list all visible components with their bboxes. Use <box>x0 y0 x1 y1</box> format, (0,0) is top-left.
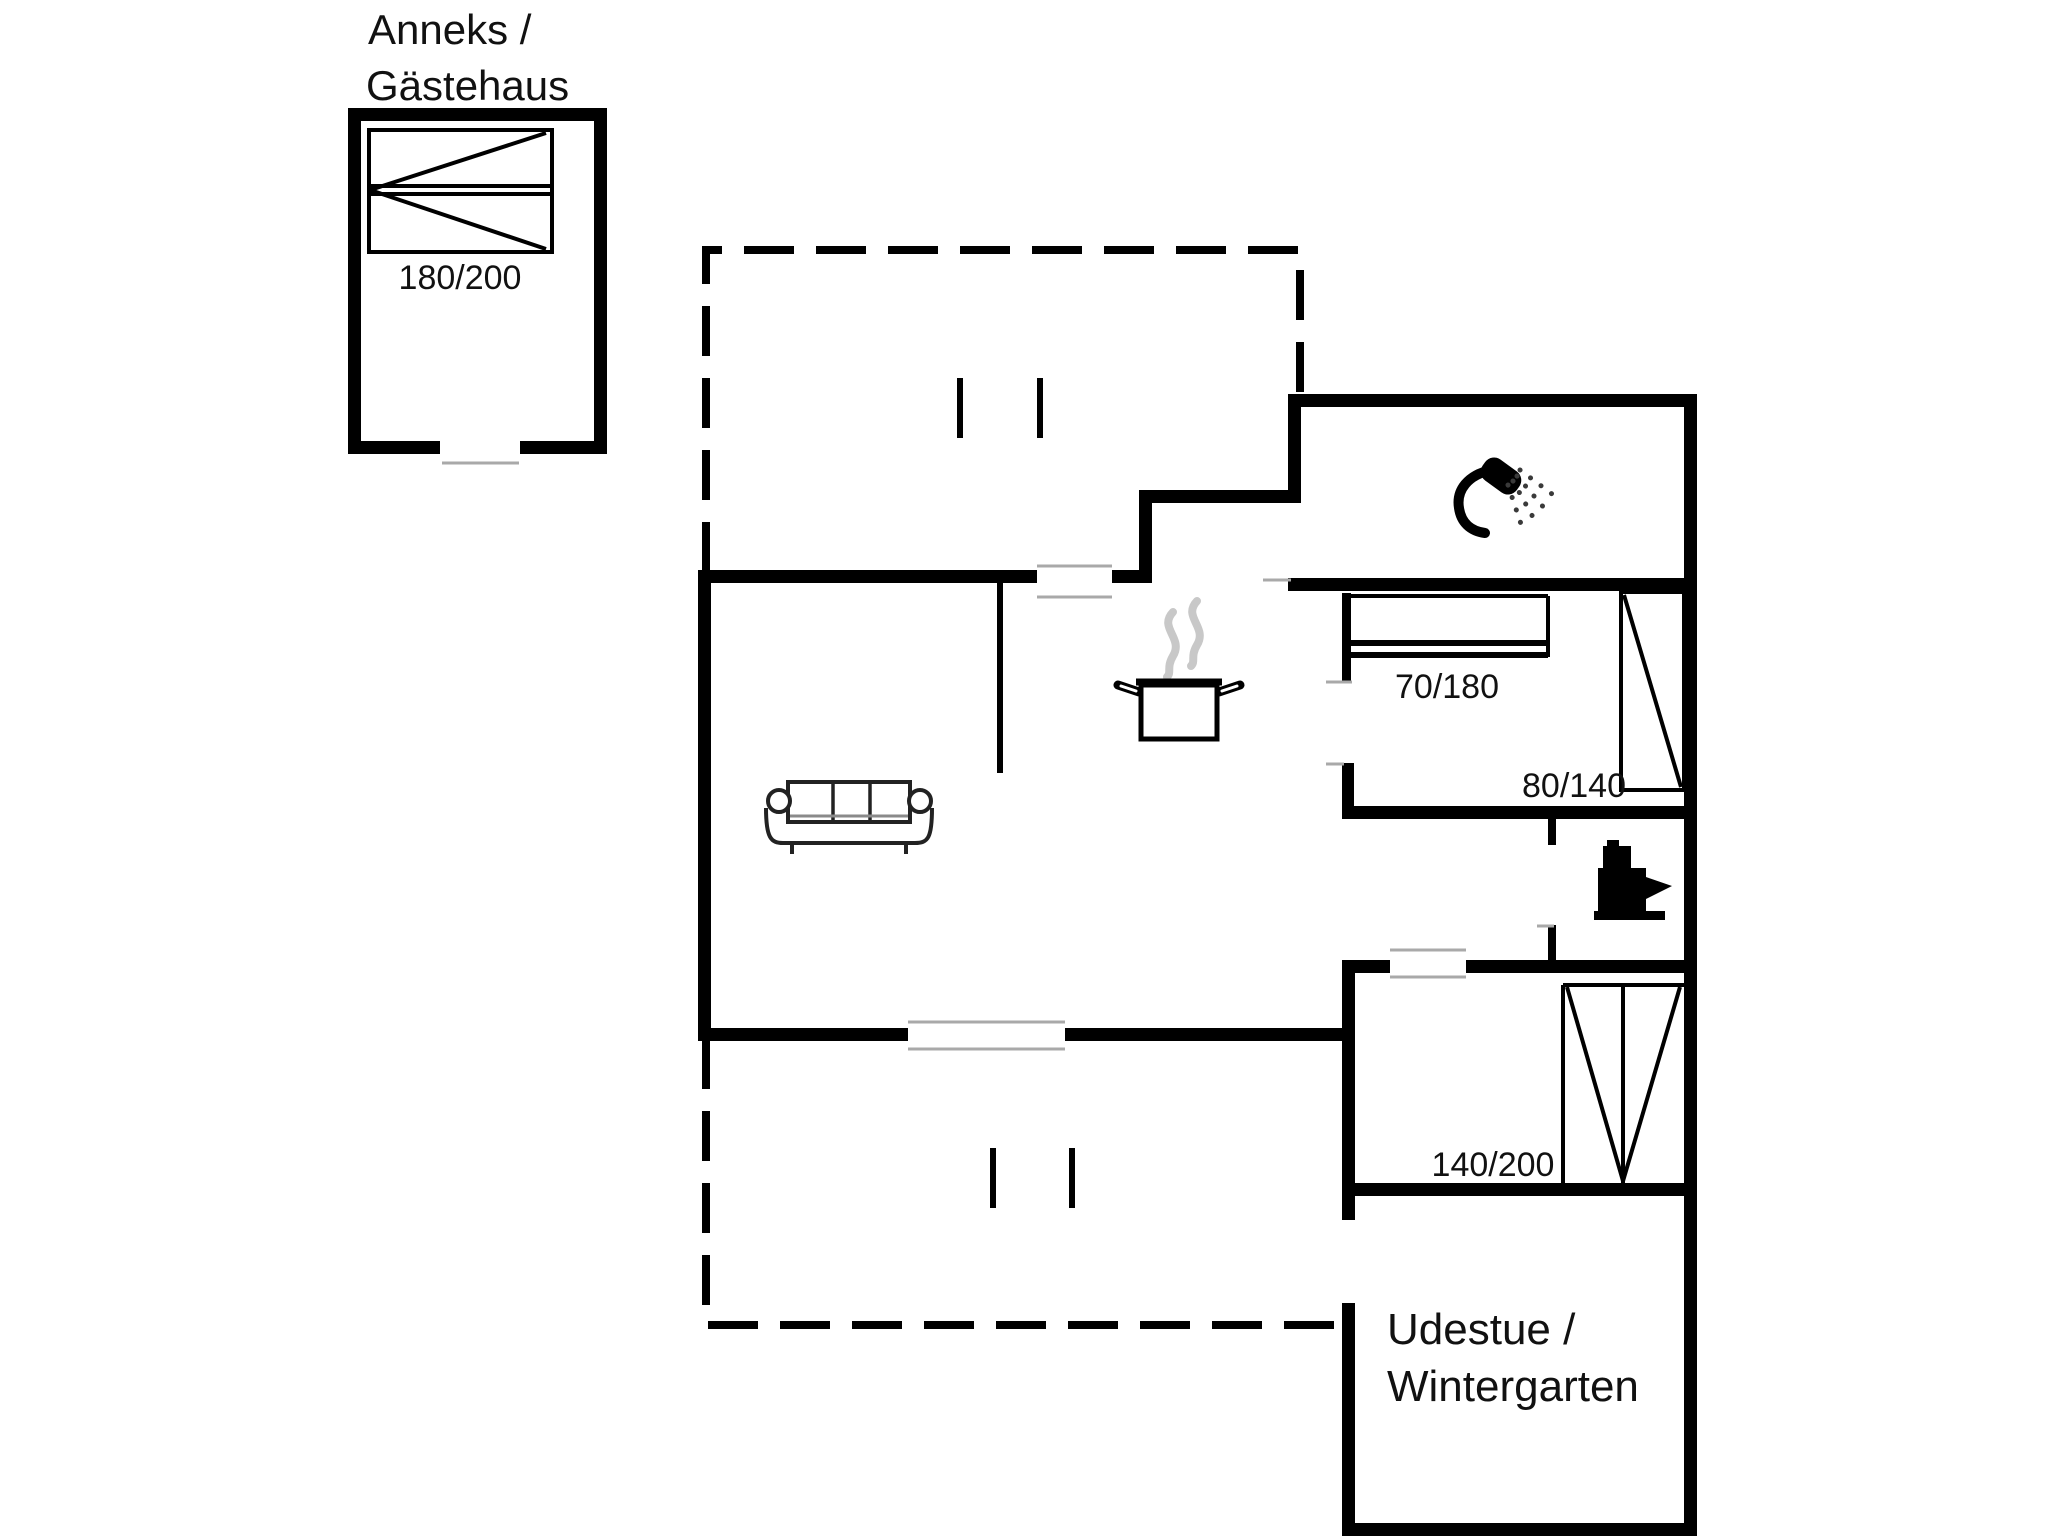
single-bed-dimension-label: 70/180 <box>1395 668 1499 706</box>
wall-segment <box>1548 819 1556 845</box>
pot-handle-inner <box>1119 684 1138 693</box>
wall-segment <box>1288 394 1301 503</box>
wardrobe-icon <box>1619 590 1686 792</box>
wardrobe-dimension-label: 80/140 <box>1522 767 1626 805</box>
wall-segment <box>348 108 607 121</box>
shower-icon <box>1453 457 1555 538</box>
steam-wisp <box>1163 608 1180 681</box>
wall-segment <box>1139 490 1300 503</box>
wall-segment <box>1548 925 1556 960</box>
toilet-tank <box>1603 846 1631 870</box>
toilet-icon <box>1594 840 1672 920</box>
wall-segment <box>698 570 711 1041</box>
bed-diagonal <box>1565 986 1625 1182</box>
toilet-bowl <box>1646 877 1672 899</box>
annex-building: Anneks / Gästehaus 180/200 <box>348 6 607 465</box>
wall-segment <box>1342 1303 1355 1536</box>
toilet-button <box>1607 840 1619 848</box>
wall-segment <box>1342 1523 1697 1536</box>
main-house-walls <box>698 394 1697 1536</box>
wall-segment <box>698 1028 908 1041</box>
toilet-body <box>1598 868 1646 913</box>
bed-diagonal <box>1621 986 1682 1182</box>
wall-segment <box>997 583 1003 773</box>
wall-segment <box>1139 490 1152 583</box>
annex-title-line1: Anneks / <box>368 6 532 53</box>
wall-segment <box>698 570 1037 583</box>
window-marks <box>957 378 1075 1208</box>
annex-walls <box>348 108 607 454</box>
cooking-pot-icon <box>1113 597 1245 742</box>
toilet-base <box>1594 911 1665 920</box>
double-bed-icon <box>1561 983 1684 1183</box>
shower-head <box>1480 457 1522 495</box>
sofa-armrest <box>907 788 933 814</box>
wall-segment <box>1342 593 1351 681</box>
annex-title-line2: Gästehaus <box>366 62 569 109</box>
wardrobe-diagonal <box>1622 594 1683 788</box>
conservatory-label-line1: Udestue / <box>1387 1305 1576 1354</box>
sofa-base <box>764 807 934 845</box>
wall-segment <box>1065 1028 1355 1041</box>
wall-segment <box>1342 1183 1696 1196</box>
door-thresholds <box>908 564 1554 1051</box>
sofa-icon <box>764 780 934 854</box>
wardrobe-outline <box>1619 590 1686 792</box>
wall-segment <box>520 441 607 454</box>
wall-segment <box>594 108 607 454</box>
wall-segment <box>1466 960 1696 973</box>
wall-segment <box>1342 960 1355 1220</box>
double-bed-dimension-label: 140/200 <box>1432 1146 1555 1184</box>
bed-diagonal <box>369 188 547 251</box>
double-bed-icon <box>367 128 554 254</box>
annex-bed-dimension-label: 180/200 <box>399 259 522 297</box>
terrace-outline-top <box>702 246 1304 572</box>
conservatory-label-line2: Wintergarten <box>1387 1362 1639 1411</box>
wall-segment <box>1342 806 1696 819</box>
terrace-outline-bottom <box>702 1039 1348 1329</box>
pot-body <box>1138 682 1220 742</box>
pot-handle-inner <box>1220 684 1239 693</box>
wall-segment <box>1288 394 1696 407</box>
wall-segment <box>1342 763 1354 819</box>
bed-diagonal <box>369 131 547 192</box>
shower-hose <box>1453 465 1496 538</box>
single-bed-icon <box>1351 594 1550 658</box>
bed-outline <box>367 128 554 254</box>
wall-segment <box>348 441 440 454</box>
wall-segment <box>348 108 361 454</box>
steam-wisp <box>1187 597 1204 670</box>
sofa-armrest <box>766 788 792 814</box>
wall-segment <box>1288 578 1696 591</box>
